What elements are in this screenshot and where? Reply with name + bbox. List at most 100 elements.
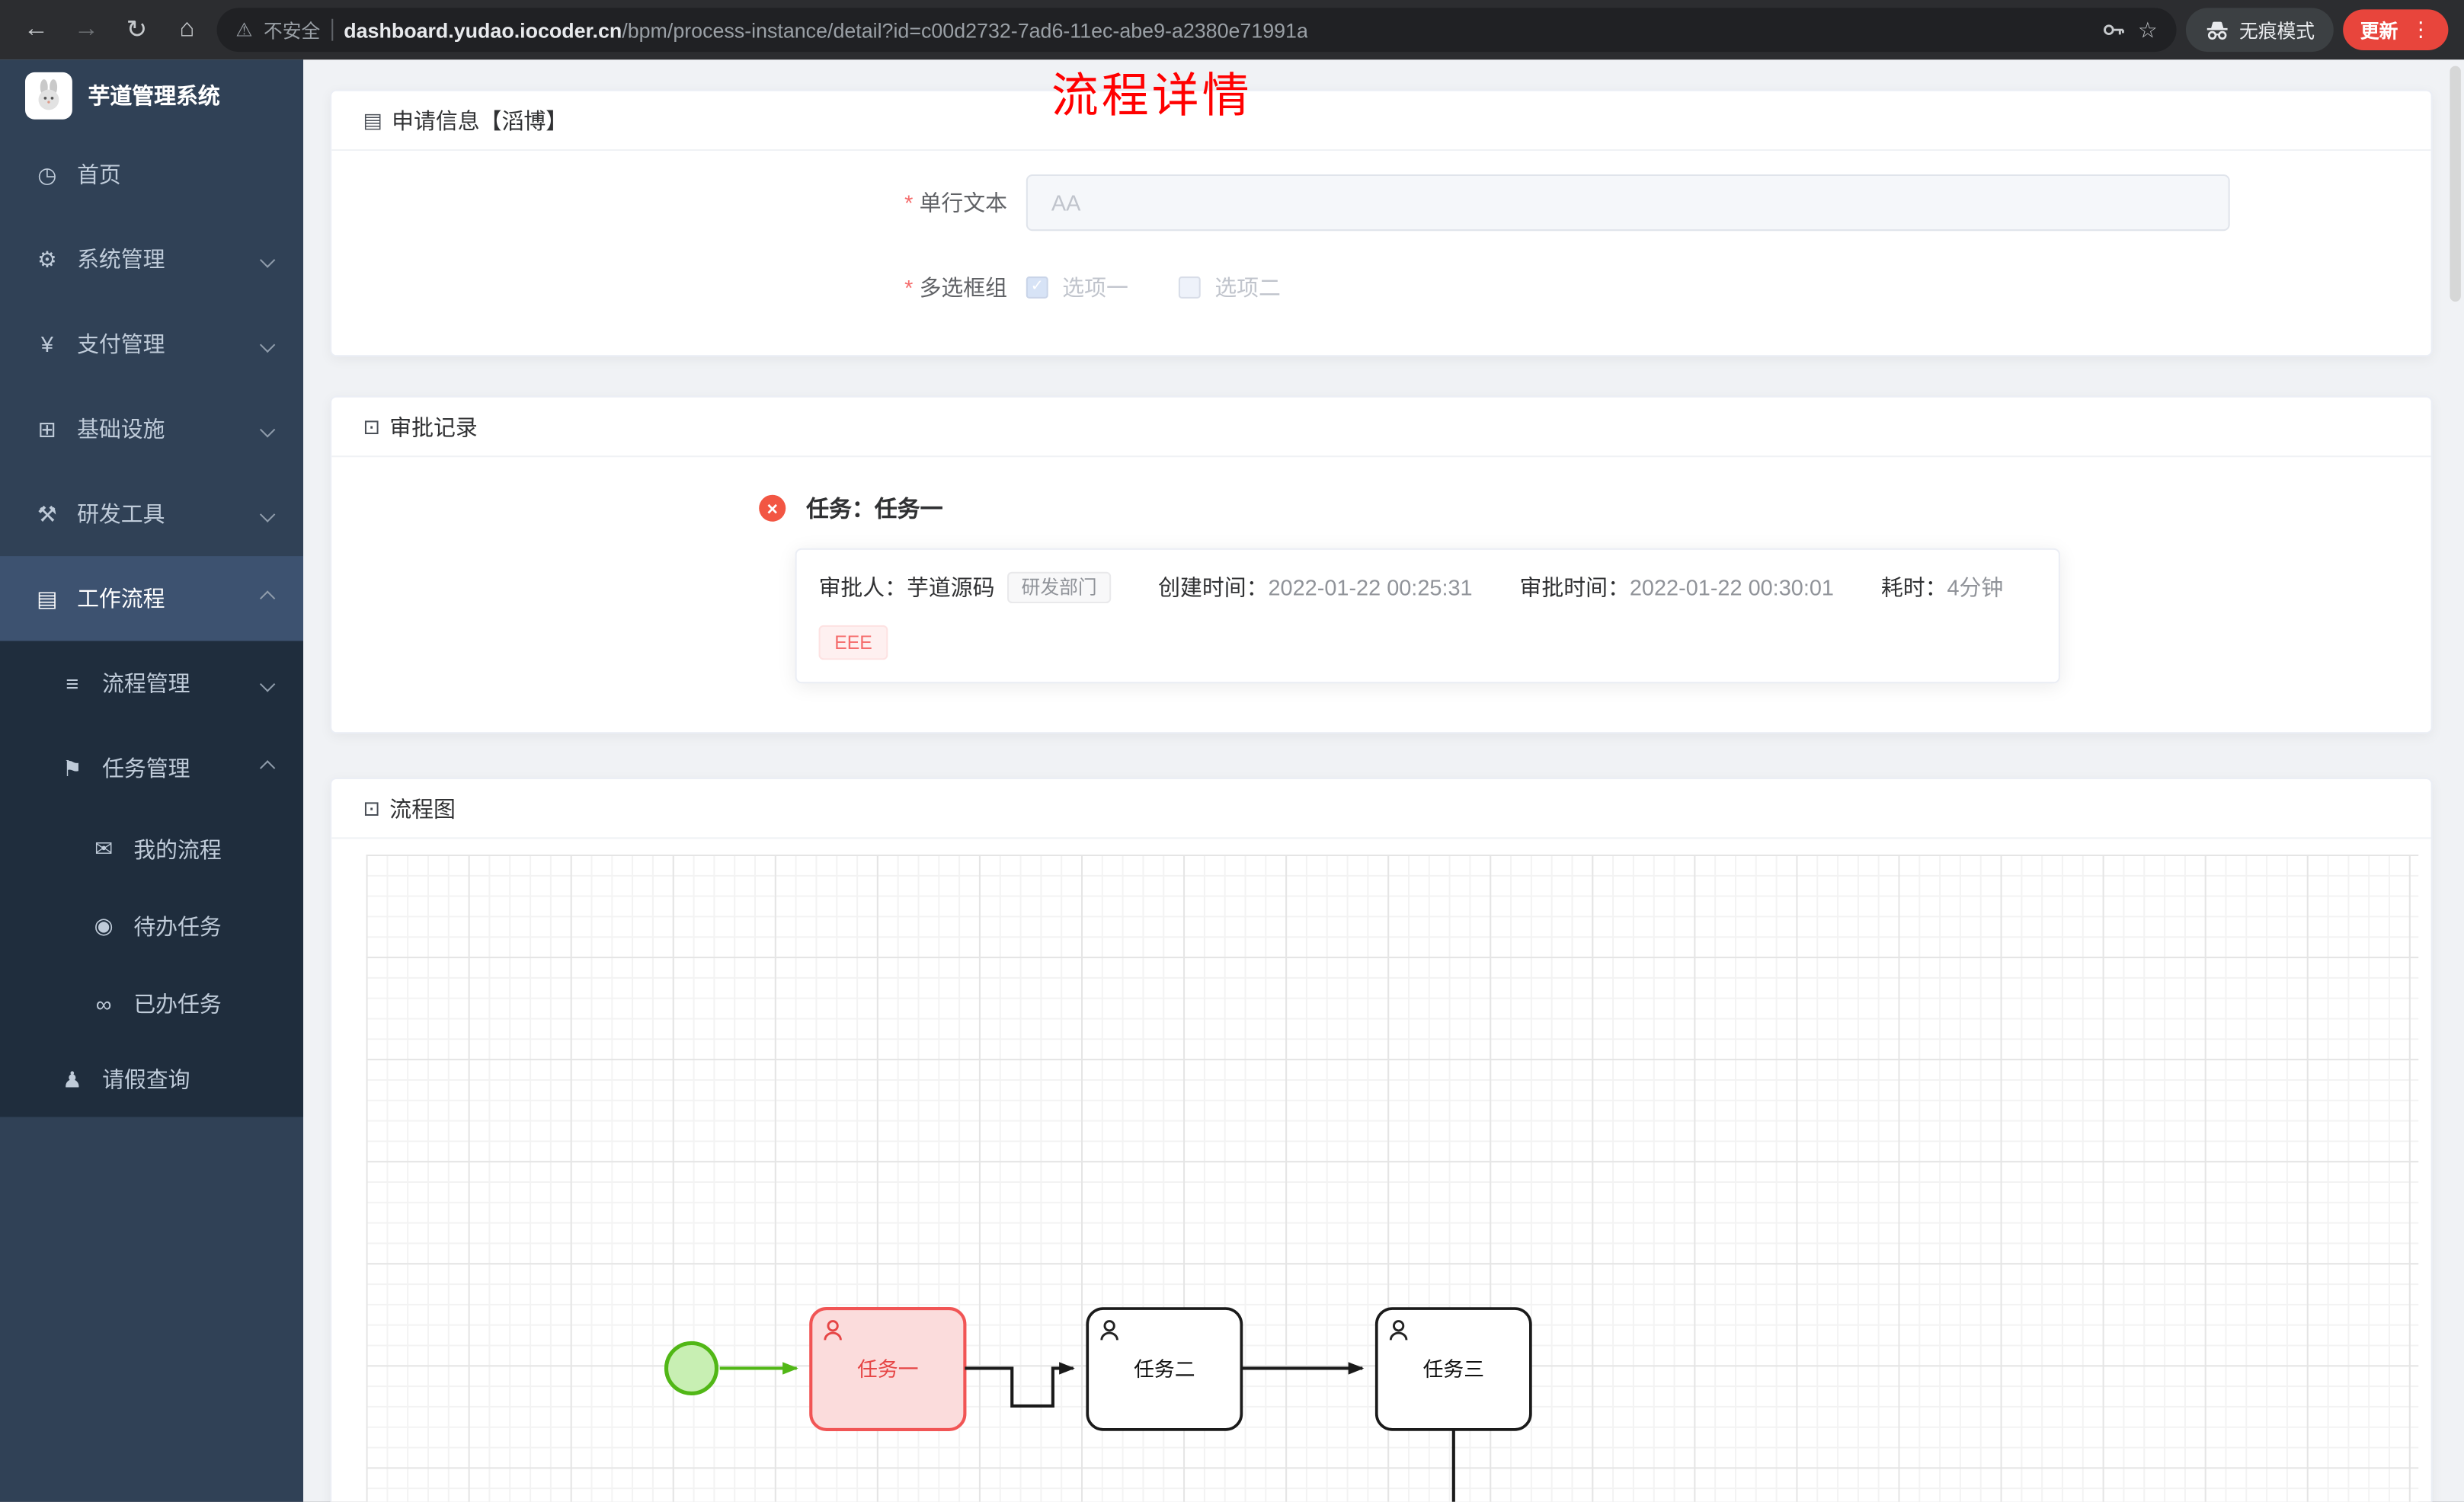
checkbox-group-label: *多选框组: [904, 274, 1008, 300]
sidebar-item-payment[interactable]: ¥ 支付管理: [0, 302, 303, 386]
approval-records-card-header: ⊡ 审批记录: [331, 398, 2431, 458]
url-text[interactable]: dashboard.yudao.iocoder.cn/bpm/process-i…: [344, 18, 1308, 42]
bpmn-start-event[interactable]: [664, 1341, 719, 1396]
gear-icon: ⚙: [37, 245, 57, 271]
document-icon: ▤: [363, 107, 382, 132]
apply-info-card: ▤ 申请信息【滔博】 *单行文本 *多选框组 ✓ 选项一: [330, 89, 2433, 357]
forward-icon[interactable]: →: [73, 15, 99, 43]
checkbox-option2[interactable]: 选项二: [1178, 272, 1281, 303]
sidebar-item-done-tasks[interactable]: ∞ 已办任务: [0, 964, 303, 1041]
checkbox-unchecked-icon[interactable]: [1178, 276, 1201, 299]
app-logo: [25, 72, 72, 120]
sidebar-item-my-process[interactable]: ✉ 我的流程: [0, 810, 303, 887]
page-title: 流程详情: [1051, 70, 1253, 123]
chat-icon: ✉: [94, 836, 114, 861]
required-asterisk: *: [904, 274, 914, 300]
bpmn-canvas[interactable]: 任务一 任务二: [366, 855, 2419, 1502]
process-list-icon: ≡: [66, 670, 79, 696]
back-icon[interactable]: ←: [23, 15, 49, 43]
task-flag-icon: ⚑: [62, 755, 82, 781]
sidebar-item-todo-tasks[interactable]: ◉ 待办任务: [0, 887, 303, 964]
approval-records-card: ⊡ 审批记录 × 任务：任务一 审批人： 芋道源码 研发部门: [330, 395, 2433, 734]
user-task-icon: [824, 1320, 842, 1341]
approver-label: 审批人：: [818, 574, 907, 600]
incognito-label: 无痕模式: [2238, 19, 2315, 42]
approve-time-value: 2022-01-22 00:30:01: [1629, 574, 1834, 600]
incognito-icon: [2206, 21, 2228, 40]
chevron-down-icon: [259, 251, 274, 267]
sidebar-menu: ◷ 首页 ⚙ 系统管理 ¥ 支付管理 ⊞ 基础设施 ⚒ 研发工具: [0, 132, 304, 1117]
chevron-down-icon: [259, 337, 274, 352]
approval-records-card-title: 审批记录: [389, 414, 478, 439]
app-logo-row: 芋道管理系统: [0, 59, 303, 132]
sidebar-item-workflow[interactable]: ▤ 工作流程: [0, 556, 304, 641]
svg-text:任务三: 任务三: [1423, 1358, 1484, 1381]
bpmn-diagram: 任务一 任务二: [664, 1307, 1532, 1502]
duration-value: 4分钟: [1947, 574, 2004, 600]
approval-detail-card: 审批人： 芋道源码 研发部门 创建时间： 2022-01-22 00:25:31…: [795, 548, 2060, 684]
chevron-up-icon: [259, 591, 274, 606]
process-diagram-card-header: ⊡ 流程图: [331, 779, 2431, 839]
sidebar-item-devtools[interactable]: ⚒ 研发工具: [0, 471, 303, 556]
picture-icon: ⊡: [363, 795, 380, 820]
svg-text:任务一: 任务一: [857, 1358, 918, 1381]
create-time-value: 2022-01-22 00:25:31: [1268, 574, 1473, 600]
menu-dots-icon[interactable]: ⋮: [2410, 17, 2431, 41]
omnibox-divider: [331, 18, 333, 41]
create-time-label: 创建时间：: [1158, 574, 1269, 600]
sidebar: 芋道管理系统 ◷ 首页 ⚙ 系统管理 ¥ 支付管理 ⊞ 基础设施: [0, 59, 304, 1502]
approval-detail-row: 审批人： 芋道源码 研发部门 创建时间： 2022-01-22 00:25:31…: [818, 571, 2037, 603]
workflow-submenu: ≡ 流程管理 ⚑ 任务管理 ✉ 我的流程 ◉ 待办任务: [0, 641, 304, 1117]
sidebar-item-system[interactable]: ⚙ 系统管理: [0, 217, 303, 302]
update-label: 更新: [2360, 19, 2398, 42]
yen-icon: ¥: [40, 331, 53, 357]
dashboard-icon: ◷: [37, 161, 57, 187]
sidebar-item-task-management[interactable]: ⚑ 任务管理: [0, 726, 303, 810]
workflow-icon: ▤: [37, 585, 58, 611]
chevron-up-icon: [259, 761, 274, 776]
scrollbar-thumb[interactable]: [2450, 66, 2461, 302]
apply-info-card-title: 申请信息【滔博】: [392, 107, 568, 133]
warning-icon: ⚠: [235, 18, 253, 41]
apply-info-card-header: ▤ 申请信息【滔博】: [331, 91, 2431, 151]
process-diagram-card: ⊡ 流程图: [330, 777, 2433, 1502]
bpmn-task-3[interactable]: 任务三: [1374, 1307, 1532, 1431]
sidebar-item-home[interactable]: ◷ 首页: [0, 132, 303, 216]
star-icon[interactable]: ☆: [2137, 16, 2158, 42]
process-diagram-card-title: 流程图: [389, 795, 456, 821]
home-icon[interactable]: ⌂: [179, 15, 195, 43]
url-domain: dashboard.yudao.iocoder.cn: [344, 18, 622, 42]
department-tag: 研发部门: [1007, 571, 1112, 603]
checkbox-option1[interactable]: ✓ 选项一: [1026, 272, 1128, 303]
single-text-form-row: *单行文本: [331, 174, 2431, 232]
approver-name: 芋道源码: [907, 574, 995, 600]
infra-icon: ⊞: [37, 415, 56, 441]
glasses-icon: ∞: [95, 990, 112, 1016]
url-path: /bpm/process-instance/detail?id=c00d2732…: [622, 18, 1308, 42]
app-title: 芋道管理系统: [88, 83, 220, 109]
bpmn-task-1[interactable]: 任务一: [809, 1307, 967, 1431]
duration-label: 耗时：: [1880, 574, 1947, 600]
update-button[interactable]: 更新 ⋮: [2343, 9, 2449, 50]
address-bar[interactable]: ⚠ 不安全 dashboard.yudao.iocoder.cn/bpm/pro…: [216, 8, 2177, 53]
chevron-down-icon: [259, 676, 274, 691]
sidebar-item-infrastructure[interactable]: ⊞ 基础设施: [0, 386, 303, 471]
bpmn-task-2[interactable]: 任务二: [1086, 1307, 1243, 1431]
checkbox-checked-icon[interactable]: ✓: [1026, 276, 1048, 299]
key-icon[interactable]: [2101, 18, 2126, 43]
security-label[interactable]: 不安全: [264, 19, 321, 42]
timeline-task-row: × 任务：任务一: [759, 492, 2399, 525]
task-failed-icon: ×: [759, 494, 786, 522]
incognito-badge: 无痕模式: [2185, 8, 2334, 53]
reload-icon[interactable]: ↻: [126, 17, 148, 44]
user-icon: ♟: [62, 1066, 82, 1091]
checkbox-group-form-row: *多选框组 ✓ 选项一 选项二: [331, 272, 2431, 303]
sidebar-item-leave-query[interactable]: ♟ 请假查询: [0, 1041, 303, 1117]
single-text-input[interactable]: [1026, 174, 2230, 232]
tools-icon: ⚒: [37, 500, 57, 526]
sidebar-item-process-management[interactable]: ≡ 流程管理: [0, 641, 303, 726]
single-text-label: *单行文本: [904, 190, 1008, 216]
approve-time-label: 审批时间：: [1519, 574, 1630, 600]
picture-icon: ⊡: [363, 414, 380, 438]
